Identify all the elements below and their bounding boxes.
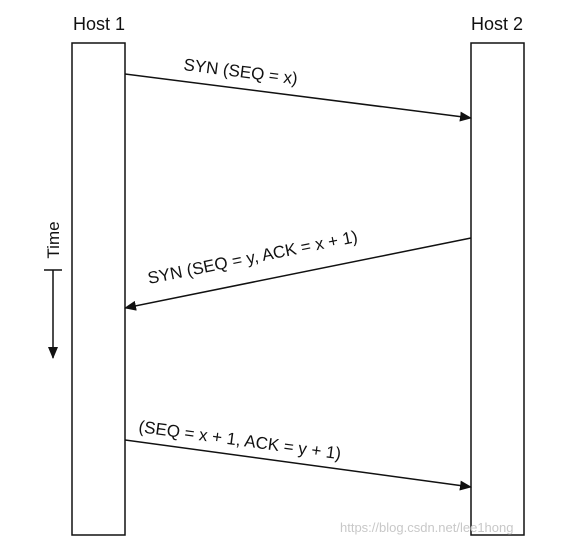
message-3-arrow [124,439,472,491]
message-1-arrow [124,73,472,122]
host1-label: Host 1 [73,14,125,34]
watermark: https://blog.csdn.net/lee1hong [340,520,513,535]
message-2-arrow [124,237,472,311]
host2-label: Host 2 [471,14,523,34]
host2-timeline [470,42,525,536]
host1-timeline [71,42,126,536]
message-3-label: (SEQ = x + 1, ACK = y + 1) [137,417,342,463]
time-label: Time [44,221,63,258]
message-2-label: SYN (SEQ = y, ACK = x + 1) [146,227,359,288]
